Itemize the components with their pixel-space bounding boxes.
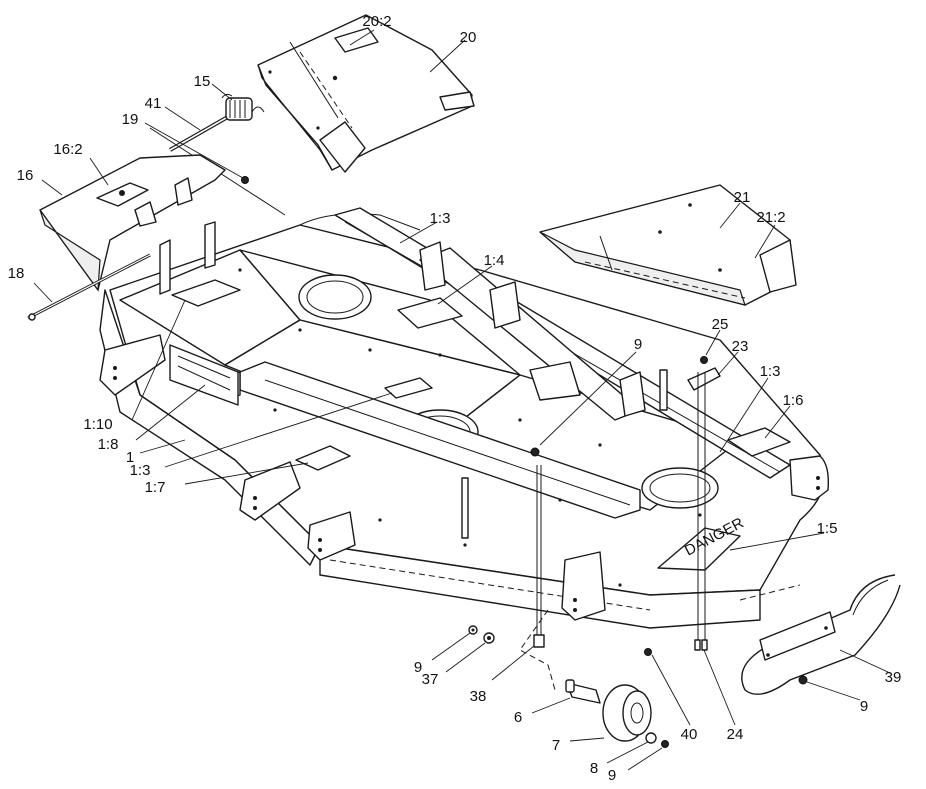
callout-c16: 1:3 xyxy=(760,363,781,380)
callout-c1: 20:2 xyxy=(362,13,391,30)
shield-16 xyxy=(27,154,226,321)
callout-c19: 1:8 xyxy=(98,436,119,453)
callout-c24: 9 xyxy=(414,659,422,676)
callout-c34: 9 xyxy=(608,767,616,784)
callout-c8: 1:3 xyxy=(430,210,451,227)
callout-c11: 18 xyxy=(8,265,25,282)
callout-c25: 37 xyxy=(422,671,439,688)
callout-c20: 1 xyxy=(126,449,134,466)
shield-21 xyxy=(539,184,797,306)
callout-c12: 1:4 xyxy=(484,252,505,269)
callout-c15: 23 xyxy=(732,338,749,355)
callout-c2: 20 xyxy=(460,29,477,46)
mower-deck-1: DANGER xyxy=(99,207,830,629)
leader-lines xyxy=(33,29,891,771)
callout-c27: 39 xyxy=(885,669,902,686)
callout-c28: 9 xyxy=(860,698,868,715)
shield-20 xyxy=(257,14,475,173)
callout-c17: 1:6 xyxy=(783,392,804,409)
callout-c30: 40 xyxy=(681,726,698,743)
bracket-23-bolt-24 xyxy=(687,356,721,651)
callout-c29: 6 xyxy=(514,709,522,726)
callout-c23: 1:5 xyxy=(817,520,838,537)
callout-c6: 16:2 xyxy=(53,141,82,158)
callout-c32: 7 xyxy=(552,737,560,754)
callout-c5: 19 xyxy=(122,111,139,128)
callout-c21: 1:3 xyxy=(130,462,151,479)
callout-c9: 21 xyxy=(734,189,751,206)
callout-c31: 24 xyxy=(727,726,744,743)
callout-c13: 25 xyxy=(712,316,729,333)
callout-c4: 41 xyxy=(145,95,162,112)
callout-c14: 9 xyxy=(634,336,642,353)
callout-c26: 38 xyxy=(470,688,487,705)
callout-c3: 15 xyxy=(194,73,211,90)
callout-c22: 1:7 xyxy=(145,479,166,496)
bumper-39 xyxy=(739,574,901,695)
callout-c18: 1:10 xyxy=(83,416,112,433)
gauge-wheel-assembly xyxy=(468,447,669,748)
callout-c10: 21:2 xyxy=(756,209,785,226)
callout-c33: 8 xyxy=(590,760,598,777)
callout-c7: 16 xyxy=(17,167,34,184)
